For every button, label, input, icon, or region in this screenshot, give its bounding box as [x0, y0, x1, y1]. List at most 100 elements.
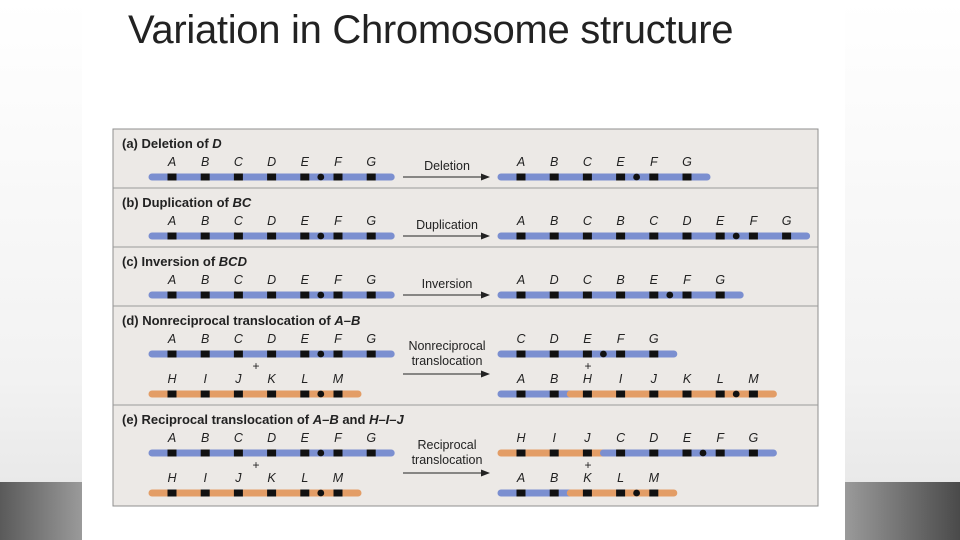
gene-band [782, 232, 792, 240]
gene-band [715, 449, 725, 457]
gene-band [616, 489, 626, 497]
gene-label: A [516, 372, 525, 386]
gene-band [167, 232, 177, 240]
gene-band [267, 173, 277, 181]
background-stripe-left [0, 482, 82, 540]
gene-label: B [550, 155, 558, 169]
gene-band [366, 173, 376, 181]
gene-band [233, 291, 243, 299]
gene-band [649, 173, 659, 181]
gene-band [167, 489, 177, 497]
gene-label: E [301, 273, 310, 287]
gene-band [549, 390, 559, 398]
gene-band [300, 390, 310, 398]
panel-title: (d) Nonreciprocal translocation of A–B [122, 313, 360, 328]
gene-label: C [234, 214, 244, 228]
gene-band [267, 449, 277, 457]
gene-label: H [583, 372, 593, 386]
gene-band [616, 350, 626, 358]
gene-label: C [583, 214, 593, 228]
gene-band [682, 173, 692, 181]
gene-band [582, 232, 592, 240]
gene-band [582, 173, 592, 181]
gene-band [748, 390, 758, 398]
gene-band [582, 390, 592, 398]
gene-label: G [366, 431, 376, 445]
gene-label: E [650, 273, 659, 287]
gene-label: C [583, 273, 593, 287]
gene-label: G [715, 273, 725, 287]
arrow-label: Inversion [422, 277, 473, 291]
gene-band [549, 173, 559, 181]
gene-label: F [683, 273, 692, 287]
gene-label: E [616, 155, 625, 169]
transformation-arrow-head [481, 232, 490, 240]
plus-sign-after: + [584, 458, 591, 472]
gene-label: L [301, 471, 308, 485]
gene-band [649, 449, 659, 457]
gene-label: I [552, 431, 556, 445]
gene-band [715, 390, 725, 398]
gene-label: G [749, 431, 759, 445]
gene-label: D [649, 431, 658, 445]
gene-band [649, 489, 659, 497]
gene-label: E [301, 155, 310, 169]
gene-label: C [234, 155, 244, 169]
gene-label: B [550, 471, 558, 485]
gene-label: M [649, 471, 660, 485]
gene-label: H [167, 372, 177, 386]
gene-label: D [267, 155, 276, 169]
gene-label: E [683, 431, 692, 445]
gene-band [715, 232, 725, 240]
gene-band [616, 173, 626, 181]
gene-label: A [167, 273, 176, 287]
gene-label: K [583, 471, 592, 485]
gene-band [267, 350, 277, 358]
gene-label: B [201, 155, 209, 169]
gene-label: F [334, 431, 343, 445]
gene-band [333, 390, 343, 398]
gene-label: G [649, 332, 659, 346]
gene-band [233, 449, 243, 457]
gene-label: C [234, 431, 244, 445]
gene-label: F [334, 332, 343, 346]
gene-label: M [748, 372, 759, 386]
arrow-label: Duplication [416, 218, 478, 232]
gene-label: G [366, 332, 376, 346]
plus-sign-before: + [252, 359, 259, 373]
gene-band [516, 350, 526, 358]
gene-label: C [234, 273, 244, 287]
panel-title-part: (e) Reciprocal translocation of [122, 412, 313, 427]
gene-band [267, 489, 277, 497]
gene-band [366, 449, 376, 457]
gene-label: D [682, 214, 691, 228]
gene-band [300, 232, 310, 240]
gene-band [366, 232, 376, 240]
centromere-dot [317, 449, 325, 457]
gene-band [549, 350, 559, 358]
panel-title-part: A–B [333, 313, 360, 328]
gene-label: K [267, 372, 276, 386]
gene-label: F [334, 273, 343, 287]
centromere-dot [317, 291, 325, 299]
gene-label: E [301, 431, 310, 445]
panel-title: (c) Inversion of BCD [122, 254, 248, 269]
panel-title-part: A–B [312, 412, 339, 427]
panel-title: (e) Reciprocal translocation of A–B and … [122, 412, 405, 427]
panel-title-part: D [212, 136, 222, 151]
gene-band [200, 449, 210, 457]
gene-label: D [267, 273, 276, 287]
figure-frame [112, 128, 819, 507]
gene-band [748, 232, 758, 240]
gene-band [333, 291, 343, 299]
centromere-dot [732, 232, 740, 240]
gene-label: K [683, 372, 692, 386]
gene-label: I [203, 372, 207, 386]
gene-label: C [583, 155, 593, 169]
gene-label: A [167, 431, 176, 445]
gene-label: J [650, 372, 658, 386]
gene-band [616, 232, 626, 240]
gene-label: I [619, 372, 623, 386]
arrow-label: Reciprocal [417, 438, 476, 452]
